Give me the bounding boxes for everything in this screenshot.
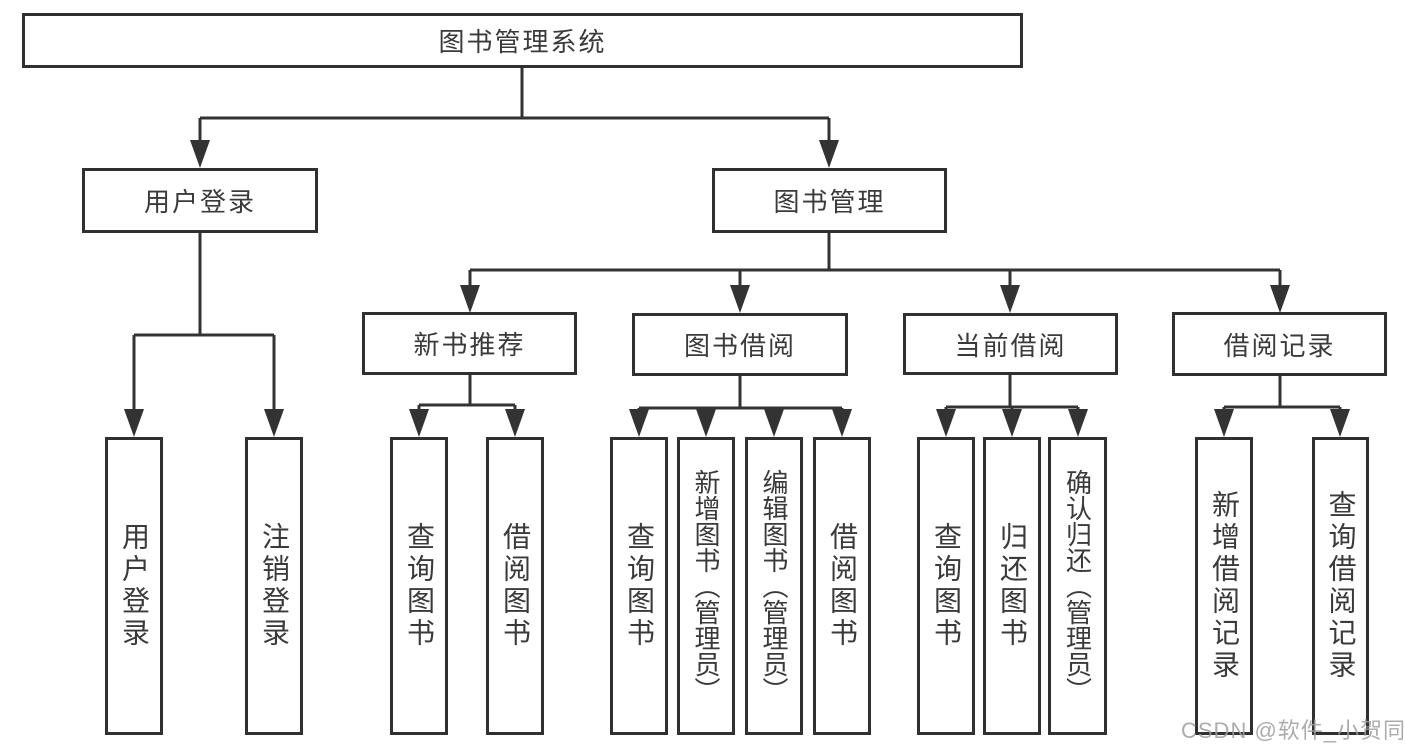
connector-user-login (132, 233, 276, 412)
leaf-label: 借阅图书 (500, 522, 531, 650)
node-borrow-record-label: 借阅记录 (1223, 330, 1336, 361)
arrow-icon (629, 409, 649, 437)
node-book-borrow: 图书借阅 (632, 313, 848, 376)
arrow-icon (505, 409, 525, 437)
node-new-book-rec: 新书推荐 (362, 312, 577, 375)
leaf-label: 编辑图书（管理员） (759, 469, 789, 703)
leaf-label: 借阅图书 (827, 522, 858, 650)
arrow-icon (730, 285, 750, 313)
arrow-icon (696, 409, 716, 437)
arrow-icon (832, 409, 852, 437)
node-book-mgmt: 图书管理 (712, 168, 947, 233)
node-user-login-label: 用户登录 (143, 187, 256, 217)
node-leaf-rec-query-books: 查询图书 (390, 437, 448, 735)
arrow-icon (936, 409, 956, 437)
leaf-label: 查询借阅记录 (1325, 490, 1357, 682)
node-leaf-bb-edit-books: 编辑图书（管理员） (745, 437, 803, 735)
node-leaf-br-query-record: 查询借阅记录 (1312, 437, 1369, 735)
connector-borrow-record (1222, 376, 1342, 412)
connector-new-book (417, 375, 517, 412)
arrow-icon (1330, 409, 1350, 437)
connector-book-mgmt (468, 233, 1282, 288)
arrow-icon (1068, 409, 1088, 437)
node-book-mgmt-label: 图书管理 (773, 187, 886, 217)
node-leaf-cb-query-books: 查询图书 (917, 437, 975, 735)
watermark: CSDN @软件_小贺同学 (1181, 718, 1405, 743)
node-borrow-record: 借阅记录 (1172, 312, 1387, 376)
node-leaf-cb-confirm-return: 确认归还（管理员） (1048, 437, 1107, 735)
arrow-icon (1214, 409, 1234, 437)
connector-current-borrow (944, 375, 1080, 412)
arrow-icon (190, 140, 210, 168)
arrow-icon (124, 409, 144, 437)
node-leaf-logout: 注销登录 (245, 437, 303, 735)
node-book-borrow-label: 图书借阅 (683, 331, 796, 361)
arrow-icon (1270, 285, 1290, 313)
leaf-label: 用户登录 (119, 522, 150, 650)
node-current-borrow-label: 当前借阅 (954, 330, 1067, 361)
leaf-label: 注销登录 (259, 522, 290, 650)
node-leaf-cb-return-books: 归还图书 (983, 437, 1041, 735)
leaf-label: 新增借阅记录 (1209, 490, 1240, 682)
arrow-icon (460, 285, 480, 313)
arrow-icon (264, 409, 284, 437)
leaf-label: 确认归还（管理员） (1062, 469, 1093, 703)
leaf-label: 归还图书 (997, 522, 1028, 650)
node-new-book-rec-label: 新书推荐 (413, 330, 526, 360)
arrow-icon (764, 409, 784, 437)
node-user-login: 用户登录 (82, 168, 318, 233)
leaf-label: 查询图书 (931, 522, 962, 650)
arrow-icon (1000, 285, 1020, 313)
arrowheads (124, 140, 1350, 437)
leaf-label: 查询图书 (624, 522, 655, 650)
connector-root (198, 68, 831, 142)
leaf-label: 查询图书 (404, 522, 435, 650)
node-leaf-user-login: 用户登录 (105, 437, 163, 735)
node-root: 图书管理系统 (22, 13, 1023, 68)
node-leaf-bb-query-books: 查询图书 (610, 437, 668, 735)
node-leaf-bb-add-books: 新增图书（管理员） (677, 437, 735, 735)
node-current-borrow: 当前借阅 (903, 313, 1118, 375)
arrow-icon (819, 140, 839, 168)
arrow-icon (1002, 409, 1022, 437)
node-leaf-bb-borrow-books: 借阅图书 (813, 437, 871, 735)
node-leaf-br-add-record: 新增借阅记录 (1195, 437, 1253, 735)
node-root-label: 图书管理系统 (438, 27, 607, 57)
arrow-icon (409, 409, 429, 437)
leaf-label: 新增图书（管理员） (691, 469, 721, 703)
connector-book-borrow (637, 376, 844, 412)
node-leaf-rec-borrow-books: 借阅图书 (486, 437, 544, 735)
